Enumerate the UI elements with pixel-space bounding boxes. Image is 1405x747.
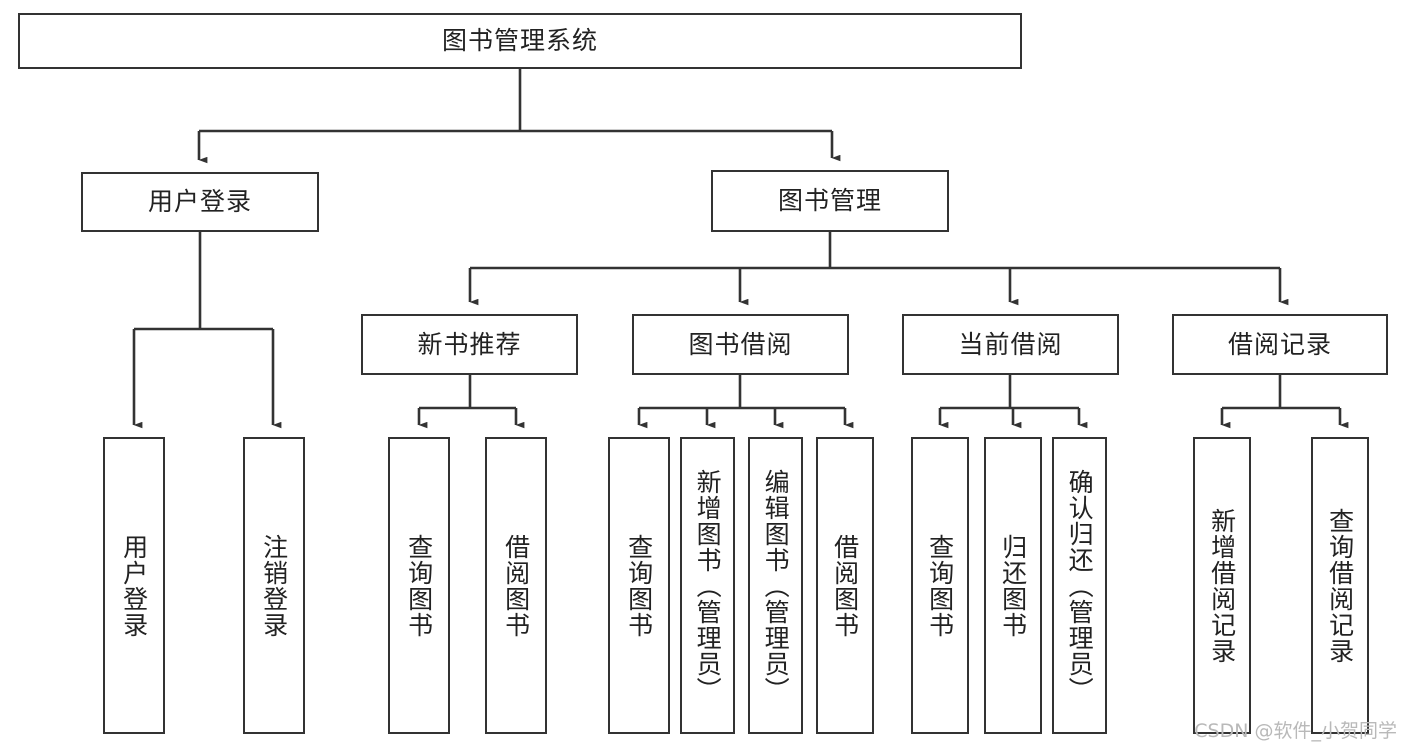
node-user-login-label: 用户登录 [147,187,252,217]
node-borrow-record[interactable]: 借阅记录 [1172,314,1388,375]
node-leaf-edit-book-label: 编辑图书（管理员） [761,468,791,703]
node-leaf-query-book-1-label: 查询图书 [404,533,434,638]
node-borrow-record-label: 借阅记录 [1227,329,1332,359]
node-leaf-query-book-2-label: 查询图书 [624,533,654,638]
node-book-manage[interactable]: 图书管理 [711,170,949,232]
node-leaf-query-book-3-label: 查询图书 [925,533,955,638]
node-leaf-query-record[interactable]: 查询借阅记录 [1311,437,1369,734]
node-leaf-edit-book[interactable]: 编辑图书（管理员） [748,437,803,734]
node-current-borrow[interactable]: 当前借阅 [902,314,1119,375]
node-leaf-add-book[interactable]: 新增图书（管理员） [680,437,735,734]
node-leaf-return-book-label: 归还图书 [998,533,1028,638]
edge-bookborrow-to-leaves [637,375,854,429]
node-leaf-borrow-book-2-label: 借阅图书 [830,533,860,638]
node-leaf-user-logout[interactable]: 注销登录 [243,437,305,734]
node-new-book-recommend-label: 新书推荐 [417,329,522,359]
node-leaf-borrow-book-1[interactable]: 借阅图书 [485,437,547,734]
edge-bookmanage-to-level3 [468,232,1289,306]
node-user-login[interactable]: 用户登录 [81,172,319,232]
edge-currentborrow-to-leaves [938,375,1088,429]
edge-newbook-to-leaves [417,375,525,429]
node-leaf-borrow-book-1-label: 借阅图书 [501,533,531,638]
edge-borrowrecord-to-leaves [1220,375,1349,429]
node-leaf-query-book-2[interactable]: 查询图书 [608,437,670,734]
node-leaf-borrow-book-2[interactable]: 借阅图书 [816,437,874,734]
edge-userlogin-to-leaves [132,232,282,429]
node-leaf-return-book[interactable]: 归还图书 [984,437,1042,734]
node-book-manage-label: 图书管理 [777,186,882,216]
node-root-label: 图书管理系统 [441,26,598,56]
node-leaf-query-record-label: 查询借阅记录 [1325,507,1355,664]
node-leaf-query-book-1[interactable]: 查询图书 [388,437,450,734]
node-leaf-user-login-label: 用户登录 [119,533,149,638]
node-leaf-user-login[interactable]: 用户登录 [103,437,165,734]
node-leaf-add-record[interactable]: 新增借阅记录 [1193,437,1251,734]
node-leaf-add-record-label: 新增借阅记录 [1207,507,1237,664]
node-book-borrow-label: 图书借阅 [688,329,793,359]
edge-root-to-level2 [197,69,841,164]
watermark-text: CSDN @软件_小贺同学 [1194,720,1397,742]
node-current-borrow-label: 当前借阅 [958,329,1063,359]
node-leaf-confirm-return[interactable]: 确认归还（管理员） [1052,437,1107,734]
node-leaf-query-book-3[interactable]: 查询图书 [911,437,969,734]
node-root[interactable]: 图书管理系统 [18,13,1022,69]
node-new-book-recommend[interactable]: 新书推荐 [361,314,578,375]
node-leaf-add-book-label: 新增图书（管理员） [693,468,723,703]
node-leaf-user-logout-label: 注销登录 [259,533,289,638]
node-leaf-confirm-return-label: 确认归还（管理员） [1065,468,1095,703]
node-book-borrow[interactable]: 图书借阅 [632,314,849,375]
